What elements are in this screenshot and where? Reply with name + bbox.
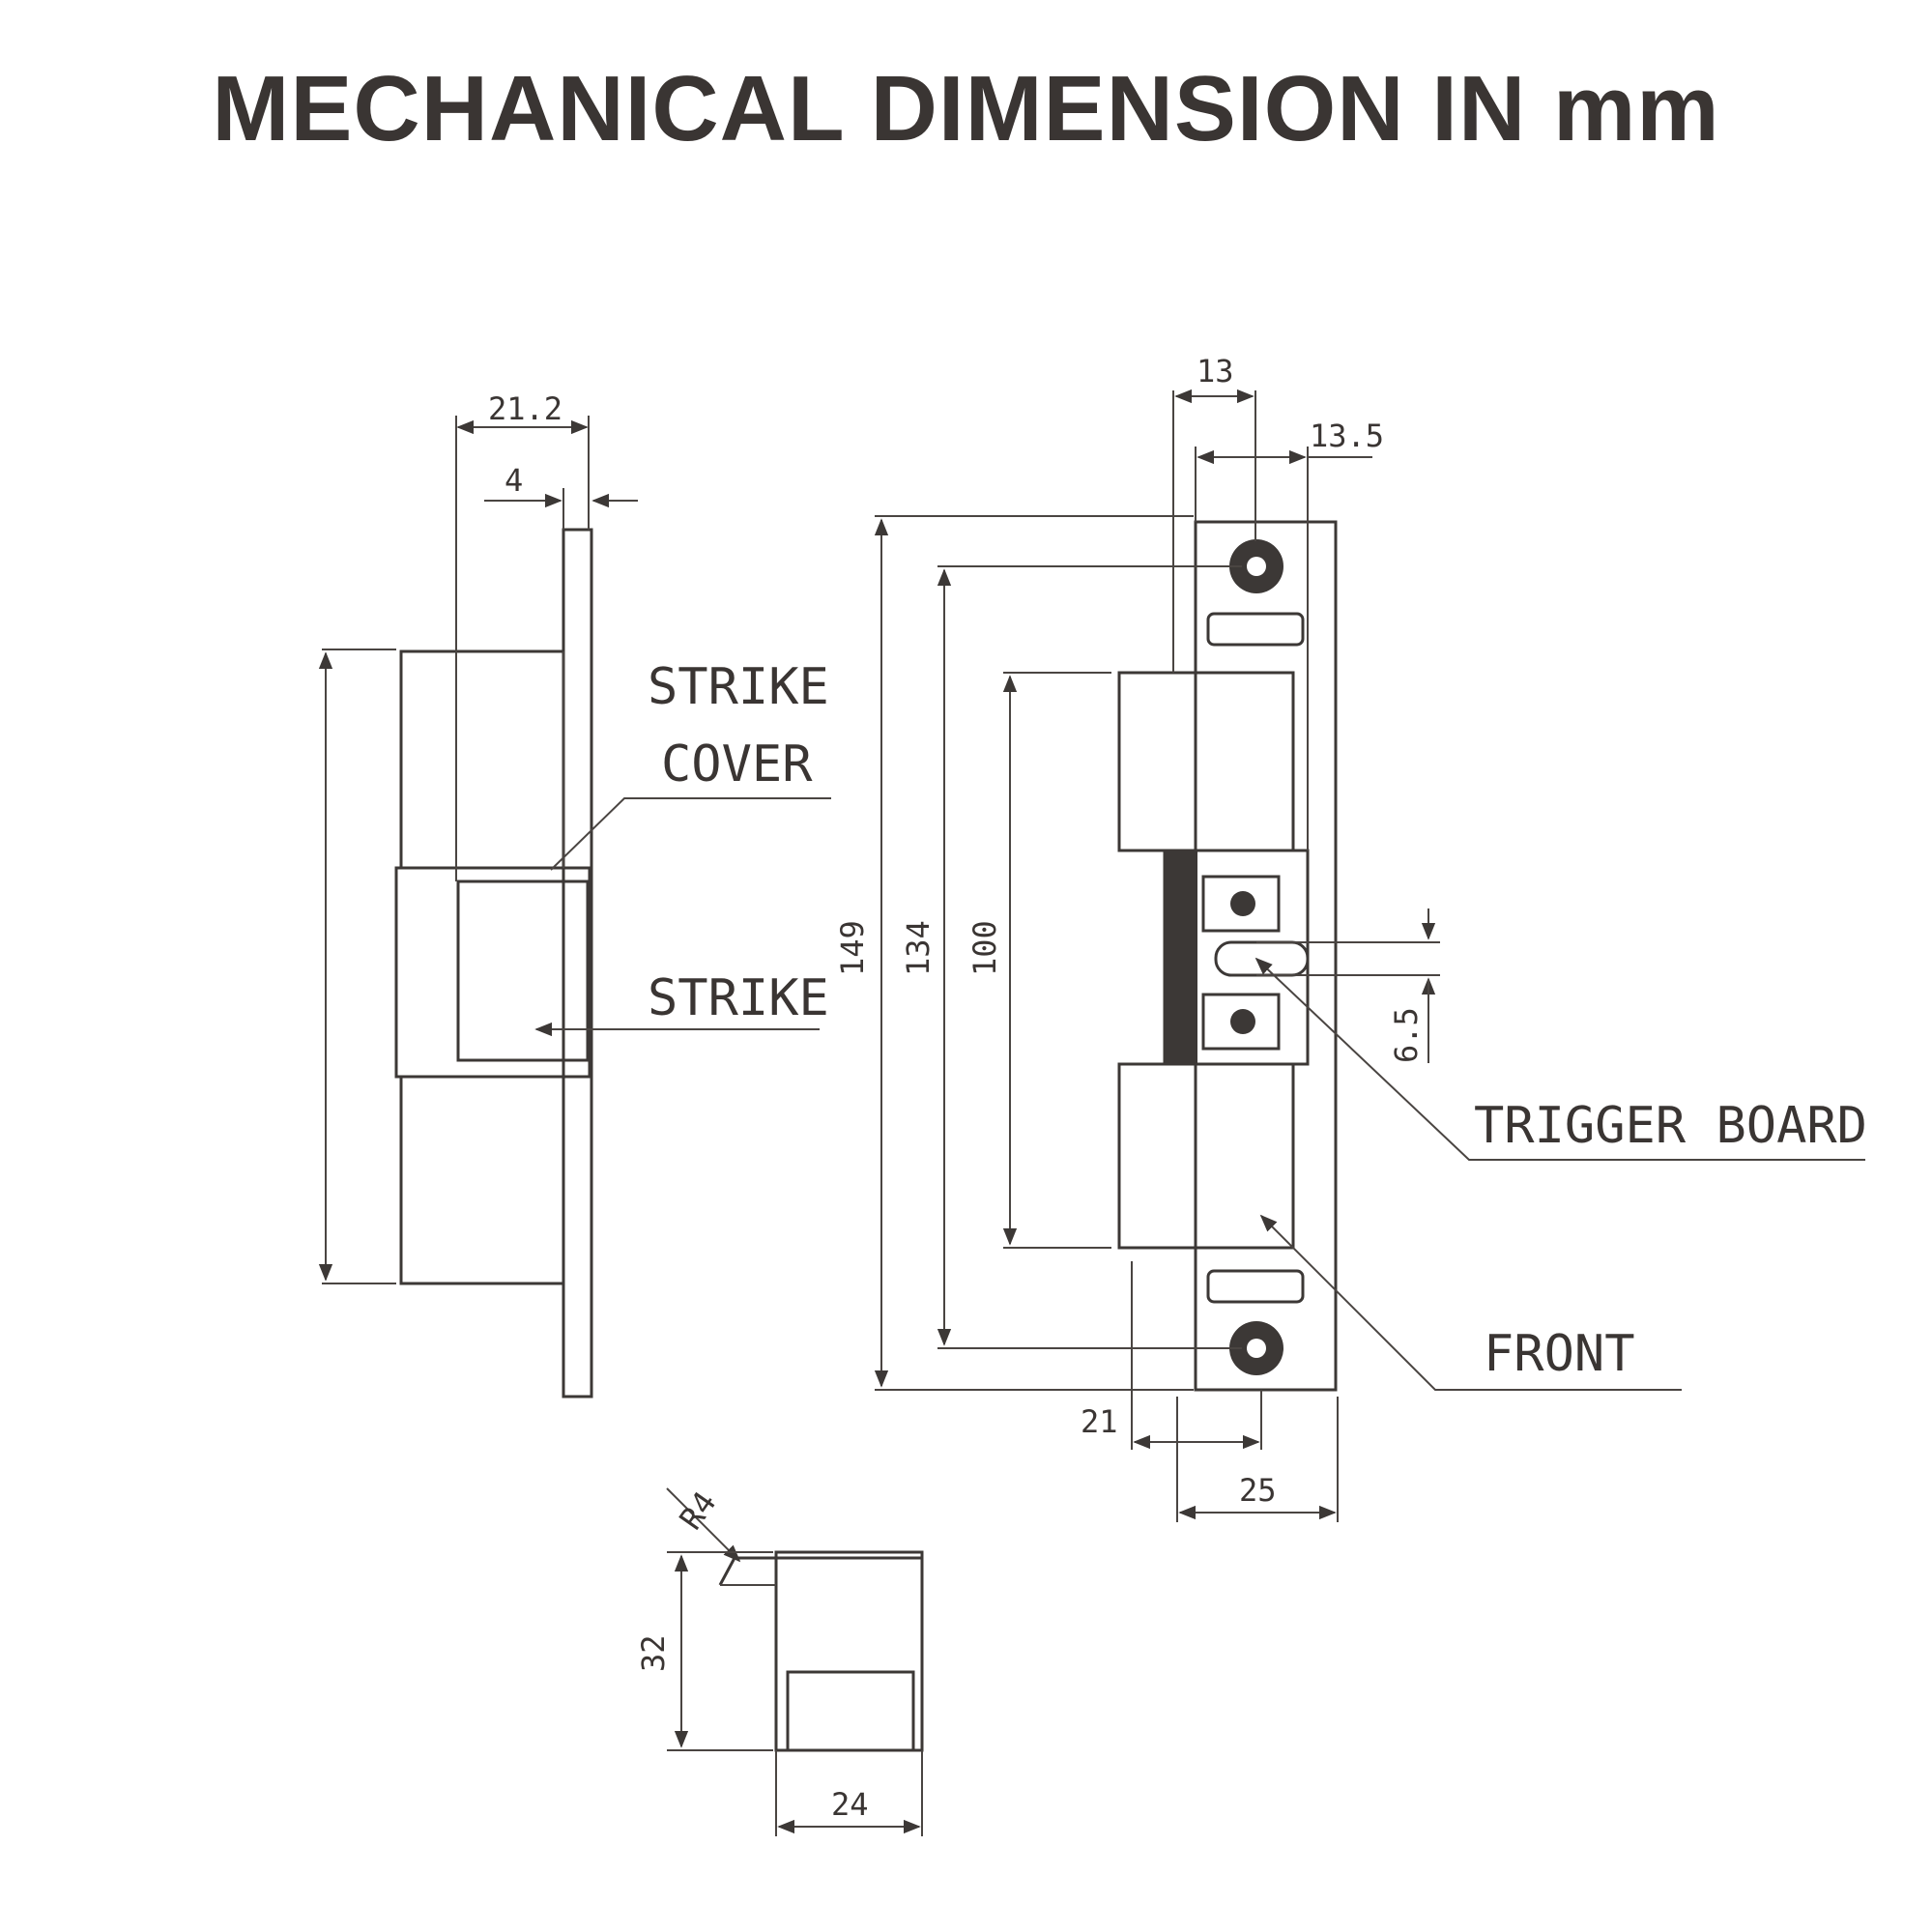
dim-21-2: 21.2 bbox=[488, 390, 562, 427]
dim-100: 100 bbox=[966, 920, 1003, 976]
upper-pin-box bbox=[1201, 875, 1281, 933]
dim-4: 4 bbox=[505, 462, 523, 499]
label-strike-cover-line1: STRIKE bbox=[648, 658, 829, 716]
upper-block bbox=[1117, 671, 1295, 852]
strike-inner bbox=[456, 879, 590, 1062]
dim-149: 149 bbox=[834, 920, 871, 976]
label-strike-cover-line2: COVER bbox=[661, 735, 813, 793]
label-trigger-board: TRIGGER BOARD bbox=[1474, 1097, 1867, 1155]
bottom-view: R4 32 24 bbox=[635, 1485, 924, 1836]
dim-25: 25 bbox=[1239, 1472, 1277, 1509]
lower-body bbox=[399, 1075, 565, 1285]
strike-body bbox=[394, 866, 591, 1079]
upper-body bbox=[399, 649, 565, 870]
bottom-body bbox=[774, 1550, 924, 1752]
trigger-slot bbox=[1214, 940, 1310, 977]
dim-r4: R4 bbox=[672, 1485, 723, 1536]
top-slot bbox=[1206, 612, 1305, 647]
label-front: FRONT bbox=[1484, 1325, 1635, 1383]
lower-block bbox=[1117, 1062, 1295, 1250]
side-view: 21.2 4 STRIKE COVER STRIKE bbox=[318, 390, 831, 1399]
bottom-opening bbox=[786, 1670, 915, 1752]
front-view: 13 13.5 149 134 100 6.5 TRIGGER BOARD bbox=[834, 353, 1867, 1522]
page-title: MECHANICAL DIMENSION IN mm bbox=[212, 57, 1720, 160]
bottom-slot bbox=[1206, 1269, 1305, 1304]
dim-32: 32 bbox=[635, 1634, 672, 1672]
label-strike: STRIKE bbox=[648, 969, 829, 1027]
dim-13-5: 13.5 bbox=[1310, 418, 1384, 454]
dim-24: 24 bbox=[831, 1786, 869, 1823]
dim-6-5: 6.5 bbox=[1388, 1007, 1425, 1063]
dim-134: 134 bbox=[900, 920, 937, 976]
lower-pin-box bbox=[1201, 993, 1281, 1051]
strike-plate-tall bbox=[562, 528, 593, 1399]
dim-21: 21 bbox=[1081, 1403, 1118, 1440]
dark-strip bbox=[1165, 851, 1197, 1064]
dim-13: 13 bbox=[1197, 353, 1234, 389]
